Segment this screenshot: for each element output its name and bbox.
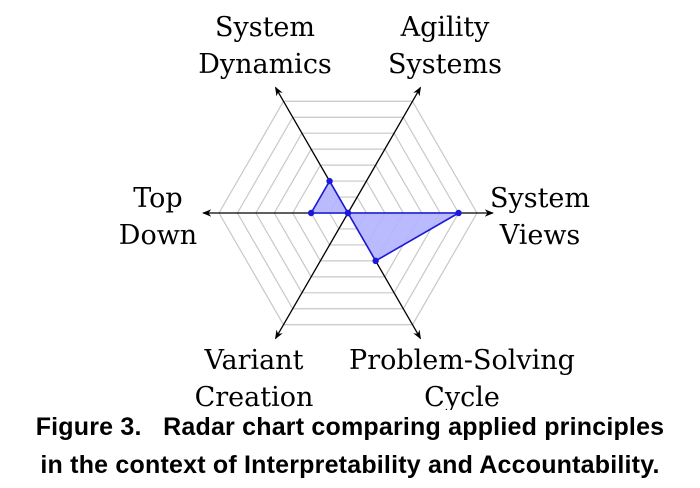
- axis-line: [274, 212, 349, 340]
- caption-line-1: Figure 3. Radar chart comparing applied …: [35, 413, 665, 441]
- axis-label: Cycle: [424, 382, 500, 410]
- radar-chart: SystemDynamicsAgilitySystemsSystemViewsP…: [119, 12, 590, 410]
- axis-label: System: [490, 183, 590, 214]
- axis-label: Problem-Solving: [349, 345, 575, 376]
- axis-label: Down: [119, 220, 197, 251]
- data-point: [326, 177, 333, 185]
- data-polygon: [309, 179, 462, 262]
- figure-caption: Figure 3. Radar chart comparing applied …: [0, 408, 700, 484]
- axis-label: System: [215, 12, 315, 43]
- data-point: [344, 209, 352, 217]
- caption-line-2: in the context of Interpretability and A…: [40, 451, 660, 479]
- data-point: [372, 257, 379, 265]
- axis-label: Agility: [400, 12, 491, 43]
- axis-label: Creation: [195, 382, 314, 410]
- axis-label: Views: [499, 220, 581, 251]
- axis-label: Systems: [388, 49, 502, 80]
- data-point: [307, 209, 315, 217]
- axis-label: Top: [133, 183, 182, 214]
- data-point: [455, 209, 462, 217]
- axis-label: Dynamics: [198, 49, 332, 80]
- axis-label: Variant: [204, 345, 304, 376]
- axis-line: [347, 86, 422, 214]
